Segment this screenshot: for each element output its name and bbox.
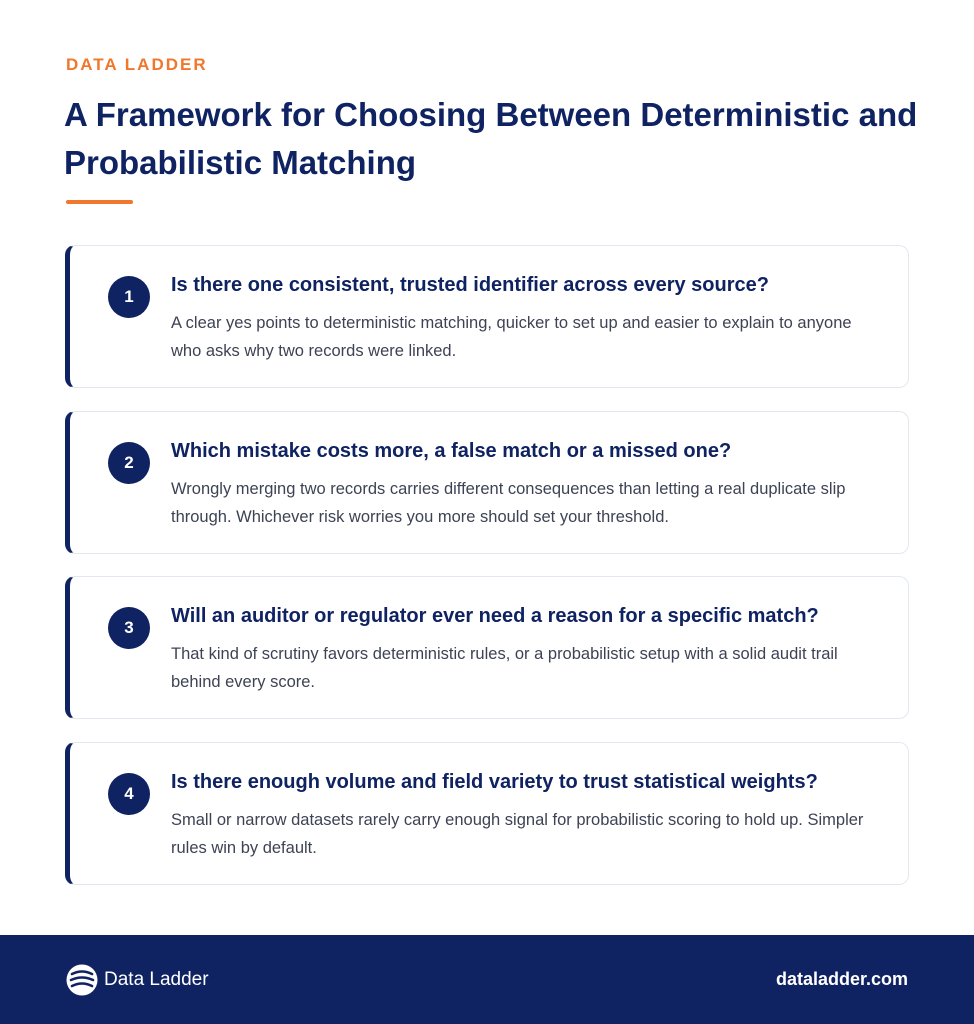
title-underline (66, 200, 133, 204)
question-card-1: 1 Is there one consistent, trusted ident… (65, 245, 909, 388)
data-ladder-logo-icon (66, 964, 98, 996)
footer-brand: Data Ladder (66, 964, 209, 996)
question-number-badge: 3 (108, 607, 150, 649)
question-heading: Is there enough volume and field variety… (171, 771, 818, 793)
question-description: Wrongly merging two records carries diff… (171, 480, 846, 526)
question-heading: Will an auditor or regulator ever need a… (171, 605, 819, 627)
question-number-badge: 1 (108, 276, 150, 318)
eyebrow-label: DATA LADDER (66, 55, 208, 74)
footer-bar: Data Ladder dataladder.com (0, 935, 974, 1024)
page-title: A Framework for Choosing Between Determi… (64, 96, 918, 181)
question-heading: Is there one consistent, trusted identif… (171, 274, 769, 296)
question-description: That kind of scrutiny favors determinist… (171, 645, 838, 691)
question-card-2: 2 Which mistake costs more, a false matc… (65, 411, 909, 554)
question-heading: Which mistake costs more, a false match … (171, 440, 732, 462)
question-description: Small or narrow datasets rarely carry en… (171, 811, 864, 857)
question-card-3: 3 Will an auditor or regulator ever need… (65, 576, 909, 719)
question-description: A clear yes points to deterministic matc… (171, 314, 852, 360)
question-card-4: 4 Is there enough volume and field varie… (65, 742, 909, 885)
footer-brand-name: Data Ladder (104, 969, 209, 990)
question-number-badge: 2 (108, 442, 150, 484)
footer-website: dataladder.com (775, 969, 908, 989)
question-number-badge: 4 (108, 773, 150, 815)
